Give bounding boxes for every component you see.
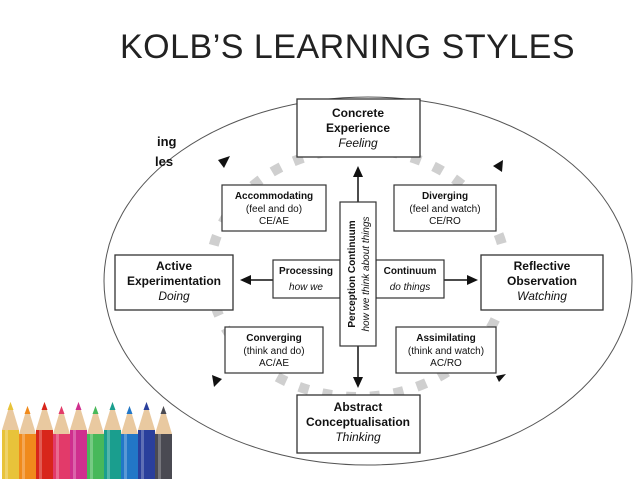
processing-sub: how we	[289, 282, 323, 293]
arrow-down-icon	[353, 377, 363, 388]
mode-active-experimentation: Active Experimentation Doing	[114, 254, 234, 311]
accommodating-desc: (feel and do)	[246, 204, 302, 215]
reflective-title-2: Observation	[507, 274, 577, 288]
pencil	[70, 402, 87, 479]
mode-concrete-experience: Concrete Experience Feeling	[296, 98, 421, 158]
pencil	[53, 406, 70, 479]
style-accommodating: Accommodating (feel and do) CE/AE	[221, 184, 327, 232]
assimilating-desc: (think and watch)	[408, 346, 484, 357]
pencil	[87, 406, 104, 479]
perception-continuum: Perception Continuum how we think about …	[339, 201, 377, 347]
diverging-code: CE/RO	[429, 216, 461, 227]
pencil	[121, 406, 138, 479]
mode-reflective-observation: Reflective Observation Watching	[480, 254, 604, 311]
cycle-arrow-top-left-icon	[218, 156, 230, 168]
mode-abstract-conceptualisation: Abstract Conceptualisation Thinking	[296, 394, 421, 454]
converging-name: Converging	[246, 333, 302, 344]
pencil	[19, 406, 36, 479]
style-converging: Converging (think and do) AC/AE	[224, 326, 324, 374]
abstract-title-1: Abstract	[334, 400, 383, 414]
pencil	[138, 402, 155, 479]
partial-label-2: les	[155, 154, 173, 169]
perception-title: Perception Continuum	[347, 220, 358, 327]
processing-continuum-right: Continuum do things	[375, 259, 445, 299]
active-sub: Doing	[158, 289, 190, 303]
partial-label-1: ing	[157, 134, 177, 149]
diverging-desc: (feel and watch)	[409, 204, 480, 215]
pencil	[36, 402, 53, 479]
diverging-name: Diverging	[422, 191, 468, 202]
abstract-sub: Thinking	[335, 430, 381, 444]
pencil	[155, 406, 172, 479]
cycle-arrow-bottom-left-icon	[212, 375, 222, 387]
reflective-title-1: Reflective	[514, 259, 571, 273]
assimilating-code: AC/RO	[430, 358, 462, 369]
pencil	[104, 402, 121, 479]
slide-title: KOLB’S LEARNING STYLES	[120, 28, 576, 66]
pencil	[2, 402, 19, 479]
processing-title: Processing	[279, 266, 333, 277]
perception-sub: how we think about things	[361, 216, 372, 331]
cycle-arrow-top-right-icon	[493, 160, 503, 172]
cycle-arrow-bottom-right-icon	[496, 374, 506, 382]
concrete-title-2: Experience	[326, 121, 390, 135]
style-diverging: Diverging (feel and watch) CE/RO	[393, 184, 497, 232]
active-title-1: Active	[156, 259, 192, 273]
arrow-left-icon	[240, 275, 251, 285]
processing-continuum-left: Processing how we	[272, 259, 341, 299]
arrow-right-icon	[467, 275, 478, 285]
concrete-sub: Feeling	[338, 136, 378, 150]
style-assimilating: Assimilating (think and watch) AC/RO	[395, 326, 497, 374]
concrete-title-1: Concrete	[332, 106, 384, 120]
assimilating-name: Assimilating	[416, 333, 475, 344]
pencil-group	[2, 402, 172, 479]
continuum-title: Continuum	[384, 266, 437, 277]
reflective-sub: Watching	[517, 289, 567, 303]
active-title-2: Experimentation	[127, 274, 221, 288]
arrow-up-icon	[353, 166, 363, 177]
accommodating-name: Accommodating	[235, 191, 313, 202]
converging-desc: (think and do)	[243, 346, 304, 357]
abstract-title-2: Conceptualisation	[306, 415, 410, 429]
continuum-sub: do things	[390, 282, 431, 293]
accommodating-code: CE/AE	[259, 216, 289, 227]
converging-code: AC/AE	[259, 358, 289, 369]
